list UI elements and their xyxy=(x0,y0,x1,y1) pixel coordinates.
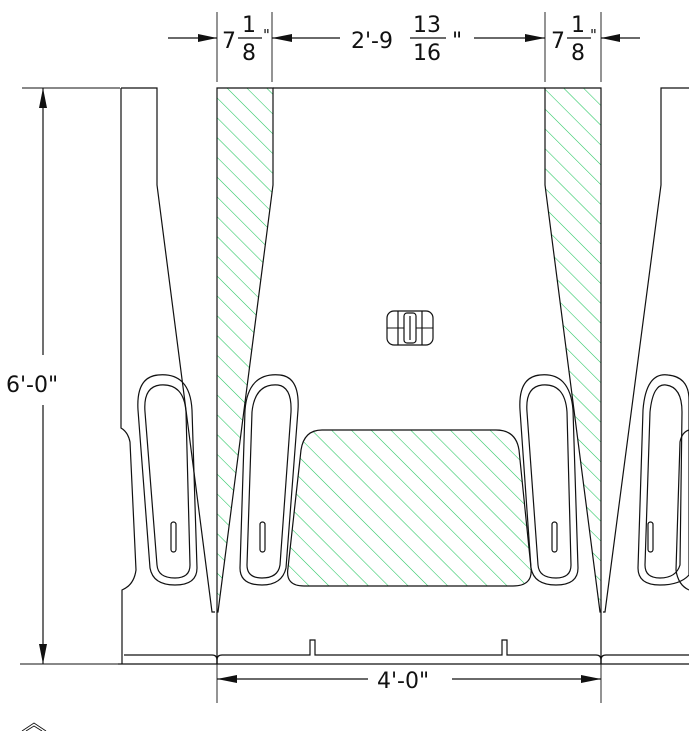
svg-text:": " xyxy=(452,29,462,54)
dimension-left-thickness: 7 1 8 " xyxy=(222,13,270,66)
svg-text:1: 1 xyxy=(242,13,256,38)
slot-left-inner xyxy=(239,374,299,586)
top-dimension-lines xyxy=(168,12,640,82)
barrier-outline xyxy=(118,87,689,665)
svg-text:8: 8 xyxy=(242,41,256,66)
height-dimension: 6'-0" xyxy=(6,87,120,665)
slot-left-outer xyxy=(137,374,198,586)
dimension-right-thickness: 7 1 8 " xyxy=(551,13,597,66)
svg-text:": " xyxy=(263,26,270,44)
slot-right-outer xyxy=(637,374,689,586)
svg-text:7: 7 xyxy=(551,29,565,54)
svg-text:8: 8 xyxy=(571,41,585,66)
slot-right-inner xyxy=(519,374,579,586)
hatched-sections xyxy=(216,87,602,613)
svg-text:16: 16 xyxy=(413,41,441,66)
svg-text:1: 1 xyxy=(571,13,585,38)
svg-text:13: 13 xyxy=(413,13,441,38)
bottom-width-label: 4'-0" xyxy=(377,669,429,694)
svg-text:7: 7 xyxy=(222,29,236,54)
dimension-center-width: 2'-9 13 16 " xyxy=(351,13,462,66)
bottom-width-dimension: 4'-0" xyxy=(216,664,602,703)
height-label: 6'-0" xyxy=(6,373,58,398)
svg-text:": " xyxy=(590,26,597,44)
svg-text:2'-9: 2'-9 xyxy=(351,29,393,54)
caret-icon xyxy=(21,722,47,731)
connector-clip-icon xyxy=(386,310,434,346)
